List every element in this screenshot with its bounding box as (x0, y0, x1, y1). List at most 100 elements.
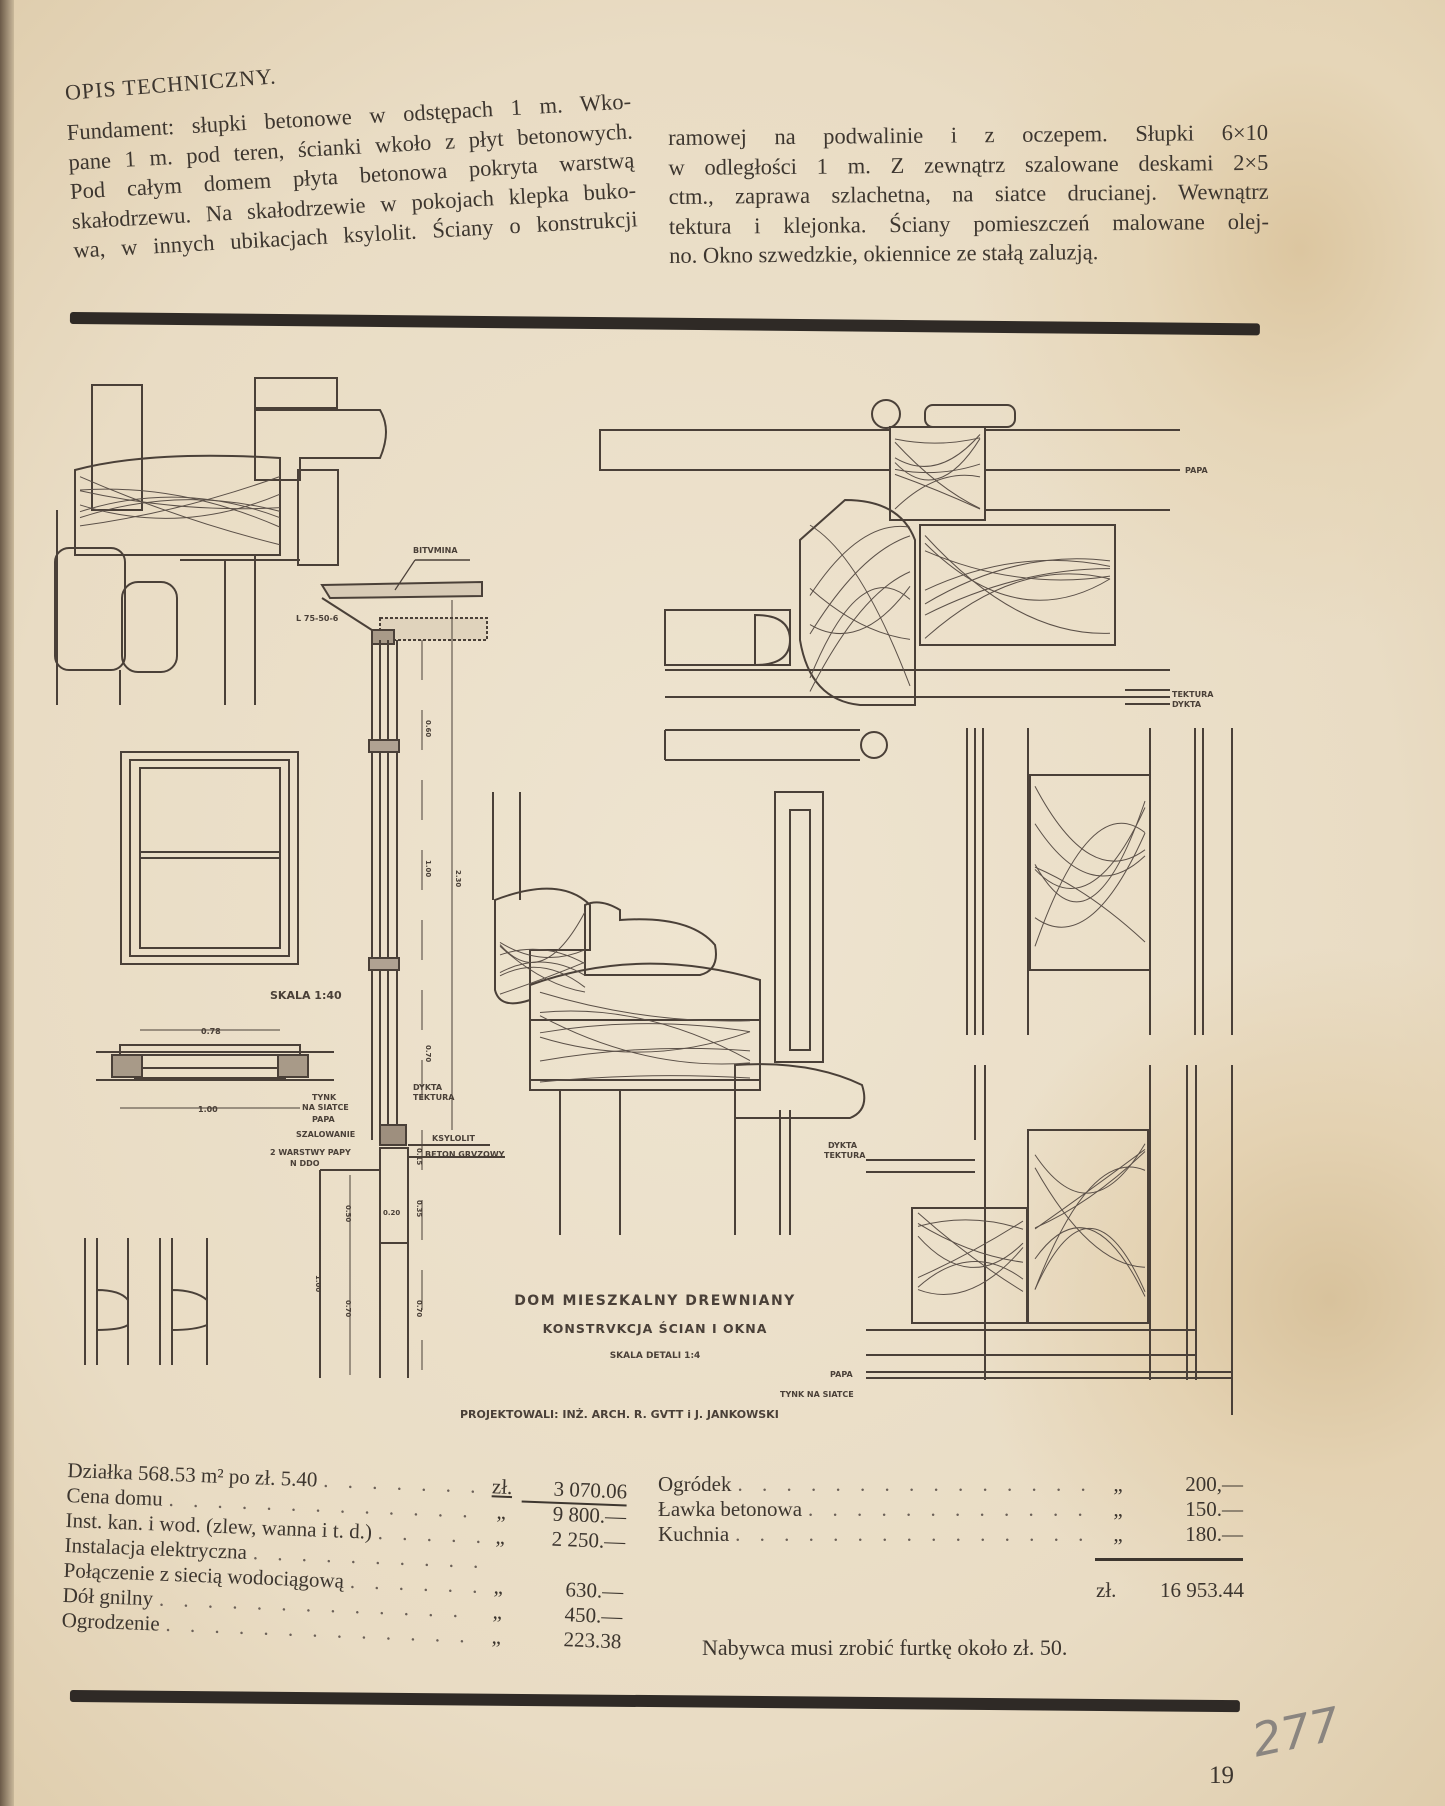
cost-amount: 180.— (1185, 1522, 1243, 1546)
cost-currency (479, 1568, 519, 1570)
cost-label: Dół gnilny (62, 1582, 154, 1611)
wood-grain-line (499, 961, 586, 976)
wood-grain-line (917, 1212, 1024, 1292)
wood-grain-line (1034, 800, 1146, 903)
wood-grain-line (917, 1219, 1024, 1230)
cost-label: Cena domu (66, 1482, 164, 1511)
wood-grain-line (924, 573, 1111, 639)
window-plan-section (96, 1029, 334, 1109)
label-angle: L 75-50-6 (296, 614, 339, 623)
wood-grain-line (79, 476, 281, 546)
cost-amount: 2 250.— (551, 1526, 626, 1554)
joint-profiles (84, 1238, 208, 1365)
wood-grain-line (917, 1261, 1024, 1288)
wood-grain-line (1034, 786, 1146, 862)
dim-found-b: 0.35 (415, 1200, 423, 1217)
wood-grain-line (924, 559, 1111, 591)
wood-grain-line (499, 961, 586, 995)
wood-grain-line (79, 490, 281, 510)
wood-grain-line (79, 493, 281, 519)
dim-upper: 0.60 (424, 720, 432, 737)
wood-grain-line (539, 1010, 751, 1062)
dim-found-w: 0.20 (383, 1209, 400, 1217)
wood-grain-line (809, 587, 911, 640)
cost-label: Ławka betonowa (658, 1497, 803, 1521)
wood-grain-line (924, 568, 1111, 616)
label-szalowanie: SZALOWANIE (296, 1130, 355, 1139)
cost-label: Ogródek (658, 1472, 732, 1496)
wood-grain-line (499, 948, 586, 965)
dim-total-height: 2.30 (454, 870, 462, 887)
page-number: 19 (1209, 1762, 1234, 1789)
cost-list-left: Działka 568.53 m² po zł. 5.40. . . . . .… (61, 1458, 628, 1654)
wood-grain-line (1034, 823, 1146, 877)
label-n-ddo: N DDO (290, 1159, 320, 1168)
cost-amount: 223.38 (563, 1627, 622, 1654)
cost-currency: „ (1113, 1497, 1123, 1521)
cost-amount: 150.— (1185, 1497, 1243, 1521)
label-papa-bottom: PAPA (830, 1370, 853, 1379)
wood-grain-line (894, 474, 981, 510)
wood-grain-line (1034, 866, 1146, 943)
wood-grain-line (924, 558, 1111, 605)
label-papa-top: PAPA (1185, 466, 1208, 475)
wood-grain-line (1034, 1148, 1146, 1230)
designers-credit: PROJEKTOWALI: INŻ. ARCH. R. GVTT i J. JA… (460, 1407, 779, 1421)
wood-grain-line (539, 1047, 751, 1062)
dim-window-width: 0.78 (201, 1027, 221, 1036)
window-head-detail (54, 377, 387, 705)
wood-grain-line (809, 571, 911, 692)
label-tektura: TEKTURA (413, 1093, 455, 1102)
wood-grain-line (79, 488, 281, 528)
cost-currency: „ (1113, 1522, 1123, 1546)
wood-grain-line (1034, 832, 1146, 928)
drawing-labels: BITVMINA L 75-50-6 TYNK NA SIATCE PAPA S… (198, 466, 1214, 1421)
label-beton-gruzowy: BETON GRVZOWY (425, 1150, 505, 1159)
drawing-subtitle: KONSTRVKCJA ŚCIAN I OKNA (543, 1321, 768, 1336)
dim-opening-width: 1.00 (198, 1105, 218, 1114)
wood-grain-line (539, 1023, 751, 1034)
wood-grain-line (894, 441, 981, 509)
cost-row: Ławka betonowa. . . . . . . . . . . . . … (658, 1497, 1243, 1522)
wood-grain-line (809, 525, 911, 596)
label-tynk: TYNK (312, 1093, 337, 1102)
label-papa: PAPA (312, 1115, 335, 1124)
window-frame-detail (599, 399, 1180, 761)
wood-grain-line (1034, 1143, 1146, 1194)
wood-grain-line (894, 434, 981, 467)
total-currency: zł. (1096, 1578, 1117, 1602)
wood-grain-line (1034, 807, 1146, 889)
wood-grain-line (499, 966, 586, 988)
wood-grain-line (924, 535, 1111, 634)
cost-list-right: Ogródek. . . . . . . . . . . . . . . . .… (658, 1472, 1243, 1547)
wood-grain-line (79, 499, 281, 519)
label-tektura-mid: TEKTURA (824, 1151, 866, 1160)
label-dykta: DYKTA (413, 1083, 443, 1092)
window-sill-detail (492, 791, 866, 1235)
wood-grain-line (809, 587, 911, 679)
drawing-title: DOM MIESZKALNY DREWNIANY (514, 1293, 796, 1309)
cost-currency: zł. (491, 1474, 513, 1500)
leader-dots: . . . . . . . . . . . . . . . . . . . . … (735, 1522, 1098, 1546)
cost-currency: „ (495, 1524, 506, 1549)
cost-row: Kuchnia. . . . . . . . . . . . . . . . .… (658, 1522, 1243, 1547)
wood-grain-line (894, 437, 981, 444)
label-bitumina: BITVMINA (413, 546, 458, 555)
cost-currency: „ (493, 1574, 504, 1599)
wood-grain-line (499, 911, 586, 963)
cost-currency: „ (491, 1624, 502, 1649)
leader-dots: . . . . . . . . . . . . . . . . . . . . … (737, 1472, 1098, 1496)
window-elevation (120, 751, 299, 965)
dim-window-height: 1.00 (424, 860, 432, 877)
dim-found-c: 1.00 (314, 1275, 322, 1292)
label-2-warstwy-papy: 2 WARSTWY PAPY (270, 1148, 351, 1157)
dim-found-e: 0.70 (415, 1300, 423, 1317)
wood-grain-line (1034, 1227, 1146, 1297)
total-underline (1095, 1558, 1243, 1561)
label-tektura-right: TEKTURA (1172, 690, 1214, 699)
wood-grain-line (809, 524, 911, 687)
dim-lower: 0.70 (424, 1045, 432, 1062)
wood-grain-line (1034, 1228, 1146, 1292)
wood-grain-line (79, 496, 281, 519)
